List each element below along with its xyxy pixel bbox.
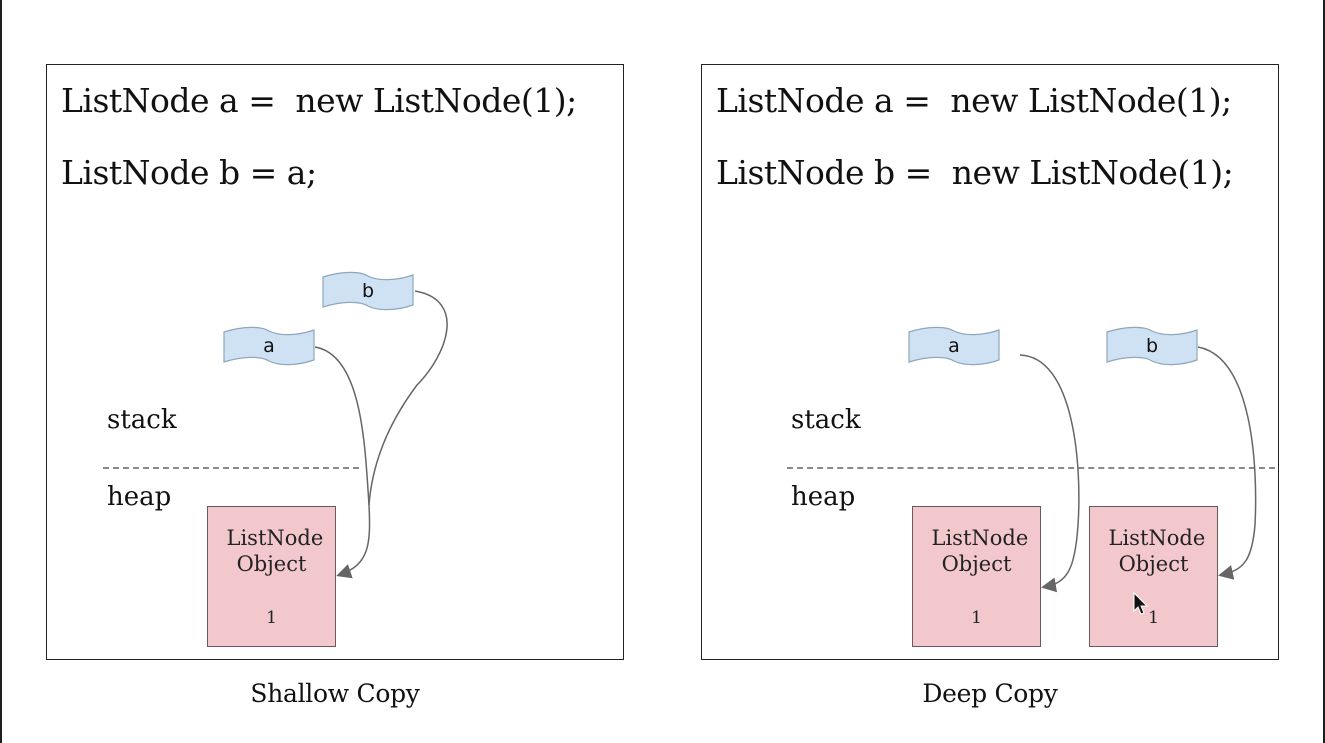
shallow-code-line-1: ListNode a = new ListNode(1); xyxy=(61,81,577,120)
shallow-variable-b: b xyxy=(322,271,414,311)
shallow-heap-object: ListNode Object 1 xyxy=(207,506,336,647)
shallow-object-value: 1 xyxy=(266,608,277,628)
deep-variable-b-label: b xyxy=(1145,335,1159,357)
variable-flag-icon xyxy=(223,326,315,366)
shallow-variable-a-label: a xyxy=(263,335,275,357)
deep-heap-object-a: ListNode Object 1 xyxy=(912,506,1041,647)
shallow-arrow-a-to-object xyxy=(314,346,371,579)
deep-variable-a-label: a xyxy=(948,335,960,357)
mouse-pointer-icon xyxy=(1133,592,1149,615)
deep-arrow-a-to-object-a xyxy=(1019,354,1080,593)
deep-object-b-title: ListNode Object xyxy=(1108,526,1206,576)
shallow-arrow-b-to-object xyxy=(368,290,448,506)
deep-object-a-value: 1 xyxy=(971,608,982,628)
deep-reference-arrows xyxy=(1019,346,1257,593)
shallow-variable-b-label: b xyxy=(361,280,375,302)
variable-flag-icon xyxy=(1106,326,1198,366)
deep-copy-caption: Deep Copy xyxy=(922,679,1058,708)
deep-copy-panel: ListNode a = new ListNode(1); ListNode b… xyxy=(701,64,1279,660)
deep-variable-a: a xyxy=(908,326,1000,366)
shallow-stack-label: stack xyxy=(107,405,177,435)
deep-arrow-b-to-object-b xyxy=(1197,346,1257,580)
deep-variable-b: b xyxy=(1106,326,1198,366)
deep-code-line-1: ListNode a = new ListNode(1); xyxy=(716,81,1232,120)
left-frame-edge xyxy=(0,0,2,743)
shallow-copy-caption: Shallow Copy xyxy=(250,679,420,708)
deep-stack-heap-divider xyxy=(787,467,1275,469)
variable-flag-icon xyxy=(908,326,1000,366)
shallow-copy-panel: ListNode a = new ListNode(1); ListNode b… xyxy=(46,64,624,660)
variable-flag-icon xyxy=(322,271,414,311)
deep-object-a-title: ListNode Object xyxy=(931,526,1029,576)
right-frame-edge xyxy=(1323,0,1325,743)
shallow-reference-arrows xyxy=(314,290,448,579)
deep-heap-label: heap xyxy=(791,482,856,512)
shallow-object-title: ListNode Object xyxy=(226,526,324,576)
shallow-code-line-2: ListNode b = a; xyxy=(61,153,317,192)
deep-stack-label: stack xyxy=(791,405,861,435)
shallow-heap-label: heap xyxy=(107,482,172,512)
deep-heap-object-b: ListNode Object 1 xyxy=(1089,506,1218,647)
shallow-stack-heap-divider xyxy=(103,467,359,469)
shallow-variable-a: a xyxy=(223,326,315,366)
deep-code-line-2: ListNode b = new ListNode(1); xyxy=(716,153,1234,192)
deep-object-b-value: 1 xyxy=(1148,608,1159,628)
